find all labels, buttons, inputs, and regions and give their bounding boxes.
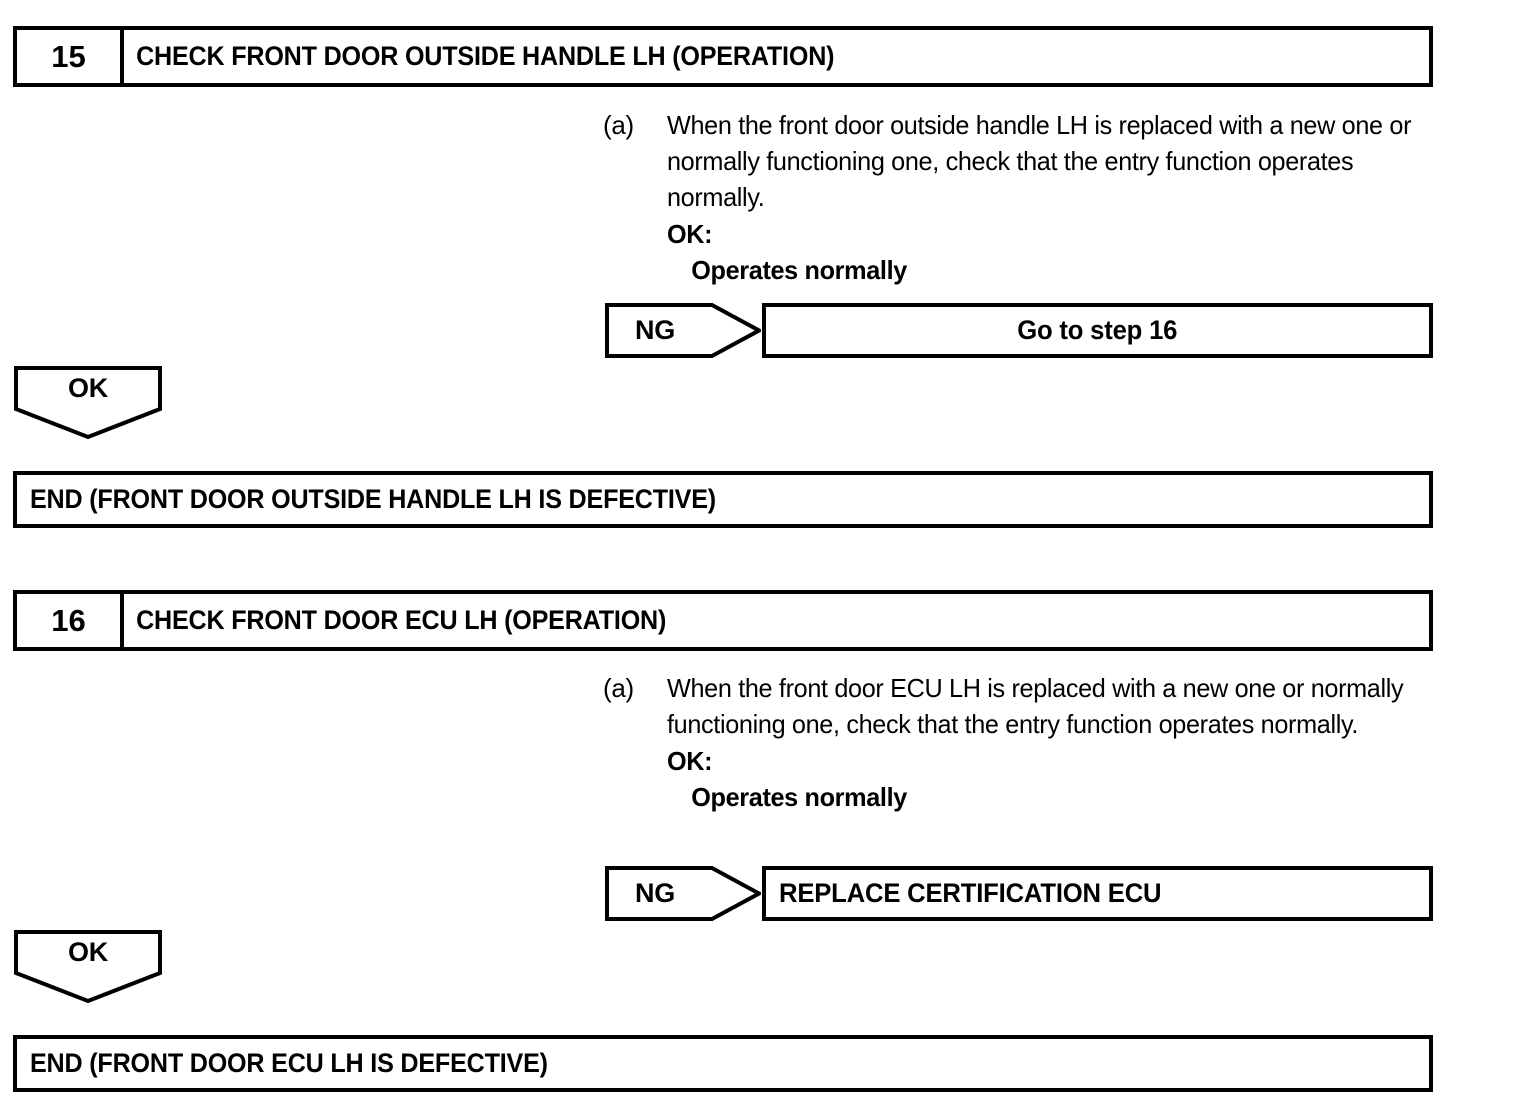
ng-flag-shape	[605, 866, 761, 921]
step-16-procedure-label: (a)	[603, 673, 634, 703]
step-16-ng-result-label: REPLACE CERTIFICATION ECU	[779, 878, 1162, 908]
step-15-procedure: (a) When the front door outside handle L…	[603, 107, 1443, 288]
step-16-ok-label: OK:	[667, 746, 713, 776]
step-title-16: CHECK FRONT DOOR ECU LH (OPERATION)	[136, 605, 667, 635]
step-15-ng-label: NG	[635, 315, 675, 345]
step-header-16: 16 CHECK FRONT DOOR ECU LH (OPERATION)	[13, 590, 1433, 651]
step-15-ok-flag: OK	[14, 366, 162, 440]
step-16-ok-label-flag: OK	[68, 937, 108, 967]
step-15-ok-label-flag: OK	[68, 373, 108, 403]
step-number-15: 15	[17, 30, 124, 83]
step-15-ng-result-label: Go to step 16	[1017, 315, 1178, 345]
step-15-procedure-body: When the front door outside handle LH is…	[667, 107, 1414, 288]
step-15-ok-value: Operates normally	[691, 255, 907, 285]
step-15-ok-label: OK:	[667, 219, 713, 249]
step-16-procedure-text: When the front door ECU LH is replaced w…	[667, 673, 1404, 739]
step-16-end-label: END (FRONT DOOR ECU LH IS DEFECTIVE)	[30, 1048, 548, 1078]
step-15-procedure-text: When the front door outside handle LH is…	[667, 110, 1412, 212]
step-16-ng-result-box: REPLACE CERTIFICATION ECU	[762, 866, 1433, 921]
step-16-procedure-body: When the front door ECU LH is replaced w…	[667, 670, 1433, 815]
step-15-end-label: END (FRONT DOOR OUTSIDE HANDLE LH IS DEF…	[30, 484, 716, 514]
ok-flag-shape	[14, 366, 162, 440]
step-16-end-box: END (FRONT DOOR ECU LH IS DEFECTIVE)	[13, 1035, 1433, 1092]
step-16-ng-label: NG	[635, 878, 675, 908]
step-15-end-box: END (FRONT DOOR OUTSIDE HANDLE LH IS DEF…	[13, 471, 1433, 528]
step-16-procedure: (a) When the front door ECU LH is replac…	[603, 670, 1463, 815]
step-number-16: 16	[17, 594, 124, 647]
step-15-procedure-label: (a)	[603, 110, 634, 140]
step-title-15: CHECK FRONT DOOR OUTSIDE HANDLE LH (OPER…	[136, 41, 835, 71]
ok-flag-shape	[14, 930, 162, 1004]
step-16-ok-value: Operates normally	[691, 782, 907, 812]
step-header-15: 15 CHECK FRONT DOOR OUTSIDE HANDLE LH (O…	[13, 26, 1433, 87]
ng-flag-shape	[605, 303, 761, 358]
step-15-ng-result-box: Go to step 16	[762, 303, 1433, 358]
step-15-ng-flag: NG	[605, 303, 761, 358]
step-16-ng-flag: NG	[605, 866, 761, 921]
step-16-ok-flag: OK	[14, 930, 162, 1004]
